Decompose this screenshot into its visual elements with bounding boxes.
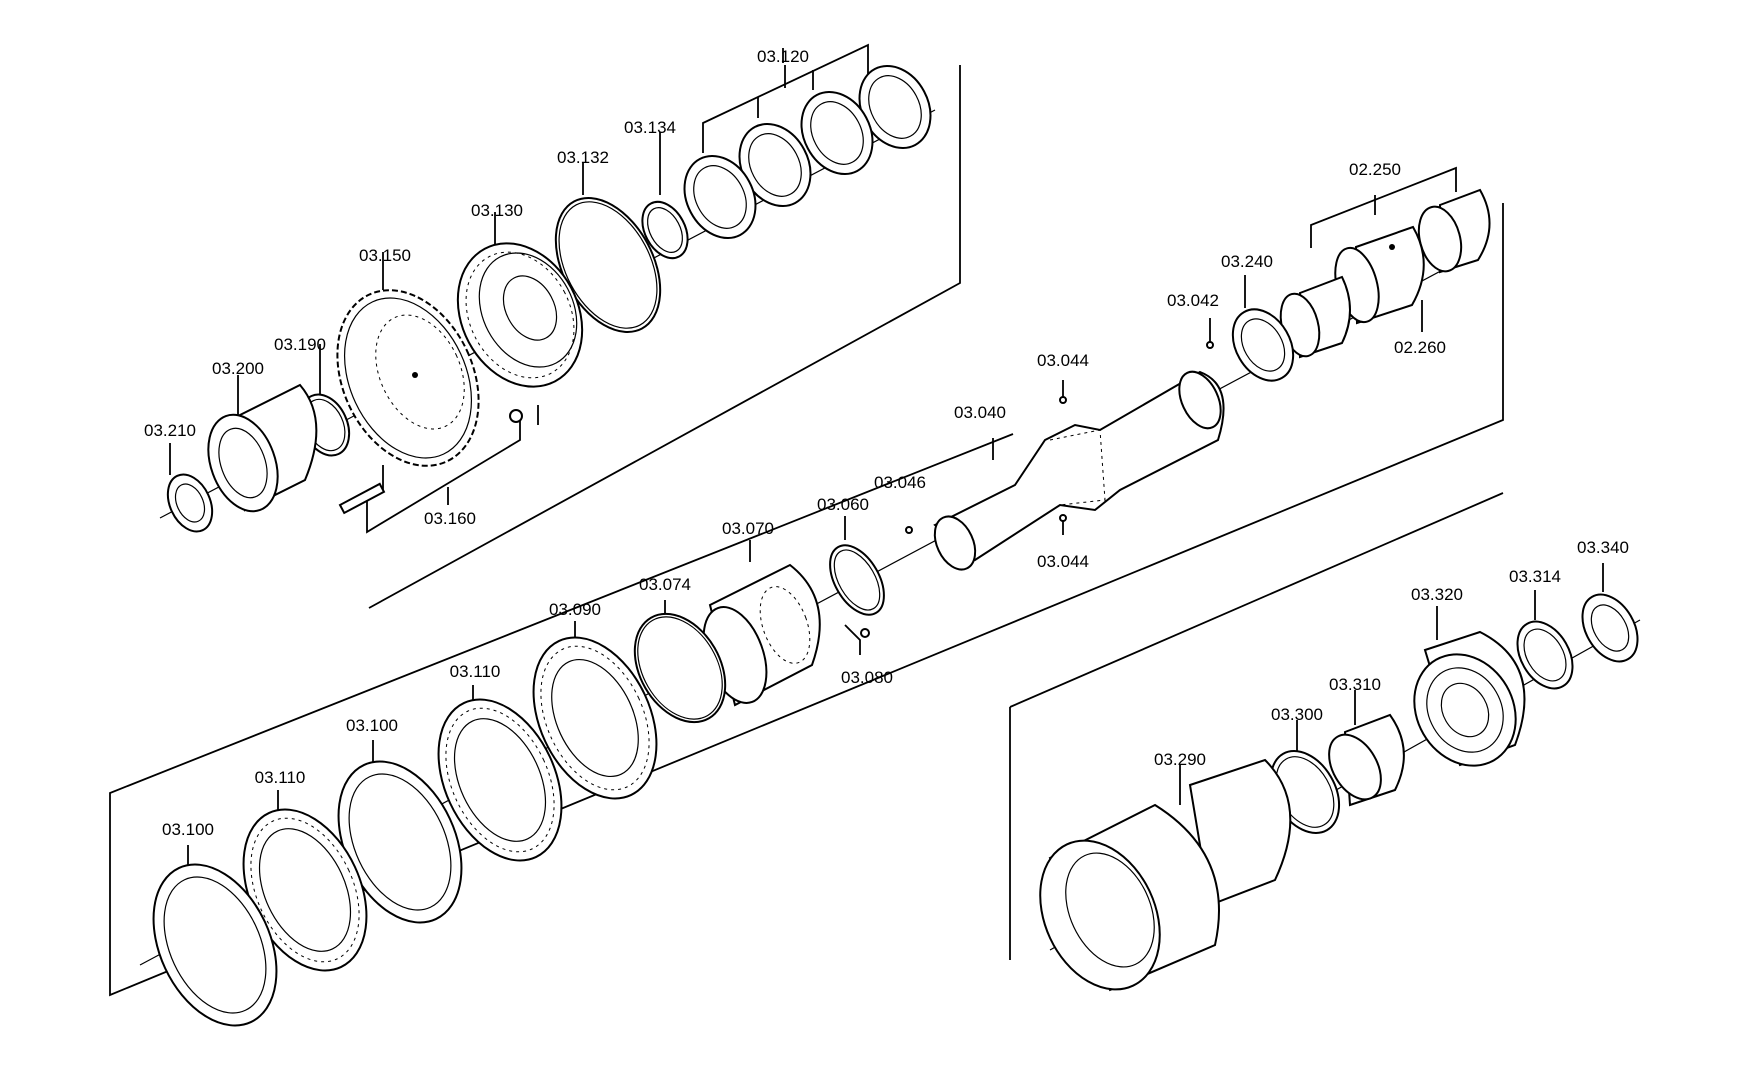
ring-03-074 — [633, 600, 727, 724]
label-03-080: 03.080 — [841, 668, 893, 687]
label-03-190: 03.190 — [274, 335, 326, 354]
seal-03-340 — [1581, 563, 1639, 663]
leaders-03-044-03-040 — [905, 380, 1067, 535]
label-03-040: 03.040 — [954, 403, 1006, 422]
label-03-100-b: 03.100 — [162, 820, 214, 839]
label-03-314: 03.314 — [1509, 567, 1561, 586]
label-02-260: 02.260 — [1394, 338, 1446, 357]
drum-03-290 — [1039, 758, 1292, 992]
bearing-03-200 — [207, 375, 318, 513]
snap-ring-03-060 — [829, 516, 885, 616]
sleeve-03-310 — [1328, 690, 1405, 807]
disc-03-110-b — [242, 790, 368, 972]
ring-03-240 — [1231, 275, 1295, 382]
bearing-03-130 — [456, 212, 584, 388]
label-03-320: 03.320 — [1411, 585, 1463, 604]
label-03-210: 03.210 — [144, 421, 196, 440]
disc-03-090 — [532, 621, 658, 800]
label-03-290: 03.290 — [1154, 750, 1206, 769]
roller-02-250-1 — [1417, 188, 1491, 274]
label-03-200: 03.200 — [212, 359, 264, 378]
label-03-042: 03.042 — [1167, 291, 1219, 310]
leader-03-042 — [1206, 318, 1214, 349]
label-03-070: 03.070 — [722, 519, 774, 538]
shaft-03-040 — [933, 370, 1225, 571]
upper-group-frame — [368, 65, 961, 609]
lower-group-frame — [1009, 492, 1504, 960]
label-03-090: 03.090 — [549, 600, 601, 619]
label-03-134: 03.134 — [624, 118, 676, 137]
label-03-130: 03.130 — [471, 201, 523, 220]
disc-03-120-3 — [738, 122, 812, 208]
label-03-310: 03.310 — [1329, 675, 1381, 694]
label-03-160: 03.160 — [424, 509, 476, 528]
bracket-03-160 — [338, 405, 539, 534]
label-03-110-a: 03.110 — [450, 662, 501, 681]
disc-03-110-a — [437, 685, 563, 862]
label-03-340: 03.340 — [1577, 538, 1629, 557]
pin-03-080 — [844, 624, 870, 655]
label-03-060: 03.060 — [817, 495, 869, 514]
disc-03-120-2 — [800, 90, 874, 176]
plate-03-100-b — [152, 845, 278, 1027]
label-03-046: 03.046 — [874, 473, 926, 492]
label-03-300: 03.300 — [1271, 705, 1323, 724]
label-03-100-a: 03.100 — [346, 716, 398, 735]
ring-03-134 — [641, 132, 689, 260]
label-03-110-b: 03.110 — [255, 768, 306, 787]
bearing-03-320 — [1413, 606, 1526, 767]
label-03-074: 03.074 — [639, 575, 691, 594]
label-03-044-top: 03.044 — [1037, 351, 1089, 370]
label-03-044-bottom: 03.044 — [1037, 552, 1089, 571]
ring-03-132 — [554, 162, 662, 333]
nut-03-210 — [166, 443, 214, 533]
ring-03-314 — [1516, 590, 1574, 690]
bracket-03-120 — [702, 43, 869, 153]
label-03-120: 03.120 — [757, 47, 809, 66]
middle-group-frame — [109, 203, 1504, 997]
bracket-02-250 — [1310, 166, 1457, 248]
disc-03-120-1 — [858, 64, 932, 150]
label-03-132: 03.132 — [557, 148, 609, 167]
disc-03-120-4 — [683, 154, 757, 240]
label-02-250: 02.250 — [1349, 160, 1401, 179]
label-03-240: 03.240 — [1221, 252, 1273, 271]
label-03-150: 03.150 — [359, 246, 411, 265]
part-labels: 03.120 03.134 03.132 03.130 03.150 03.19… — [144, 47, 1629, 839]
gear-03-150 — [336, 252, 480, 467]
